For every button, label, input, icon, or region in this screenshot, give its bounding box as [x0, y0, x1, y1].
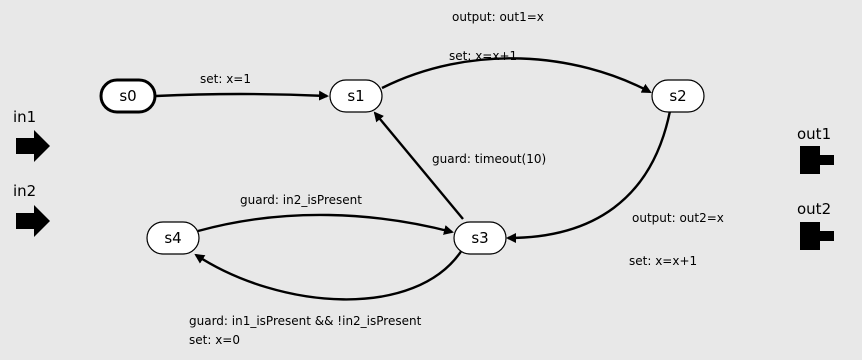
state-label: s0	[119, 87, 136, 105]
state-label: s3	[471, 229, 488, 247]
input-arrow-icon	[16, 205, 50, 237]
input-port-in2[interactable]: in2	[13, 182, 50, 237]
transition-output-label: output: out2=x	[632, 211, 724, 225]
transition-s0-s1[interactable]: set: x=1	[155, 72, 329, 101]
output-port-icon	[800, 146, 834, 174]
transition-arrow	[373, 111, 464, 220]
input-port-in1[interactable]: in1	[13, 108, 50, 162]
transition-s2-s3[interactable]: output: out2=x set: x=x+1	[506, 110, 724, 268]
transition-arrow	[197, 213, 454, 235]
transition-guard-label: guard: in2_isPresent	[240, 193, 362, 207]
state-s2[interactable]: s2	[651, 79, 705, 113]
output-port-icon	[800, 222, 834, 250]
transition-arrow	[194, 249, 464, 301]
port-label-in1: in1	[13, 108, 36, 126]
transition-guard-label: guard: in1_isPresent && !in2_isPresent	[189, 314, 422, 328]
output-port-out2[interactable]: out2	[797, 200, 834, 250]
state-label: s2	[669, 87, 686, 105]
port-label-out1: out1	[797, 125, 831, 143]
transition-arrow	[506, 110, 672, 243]
state-s4[interactable]: s4	[146, 221, 200, 255]
port-label-out2: out2	[797, 200, 831, 218]
transition-s4-s3[interactable]: guard: in2_isPresent	[197, 193, 454, 235]
transition-output-label: output: out1=x	[452, 10, 544, 24]
transition-s3-s1[interactable]: guard: timeout(10)	[373, 111, 546, 220]
state-shape	[453, 221, 507, 255]
state-label: s4	[164, 229, 181, 247]
state-shape	[651, 79, 705, 113]
port-label-in2: in2	[13, 182, 36, 200]
transition-set-label: set: x=x+1	[449, 49, 517, 63]
state-label: s1	[347, 87, 364, 105]
state-s3[interactable]: s3	[453, 221, 507, 255]
state-shape	[146, 221, 200, 255]
transition-s1-s2[interactable]: output: out1=x set: x=x+1	[381, 10, 652, 94]
output-port-out1[interactable]: out1	[797, 125, 834, 174]
state-shape	[329, 79, 383, 113]
input-arrow-icon	[16, 130, 50, 162]
state-s0[interactable]: s0	[99, 78, 157, 114]
transition-s3-s4[interactable]: guard: in1_isPresent && !in2_isPresent s…	[189, 249, 464, 347]
transition-set-label: set: x=x+1	[629, 254, 697, 268]
transition-arrow	[155, 90, 329, 101]
transition-set-label: set: x=1	[200, 72, 251, 86]
transition-set-label: set: x=0	[189, 333, 240, 347]
state-shape	[99, 78, 157, 114]
state-s1[interactable]: s1	[329, 79, 383, 113]
transition-guard-label: guard: timeout(10)	[432, 152, 546, 166]
transition-arrow	[381, 57, 652, 94]
